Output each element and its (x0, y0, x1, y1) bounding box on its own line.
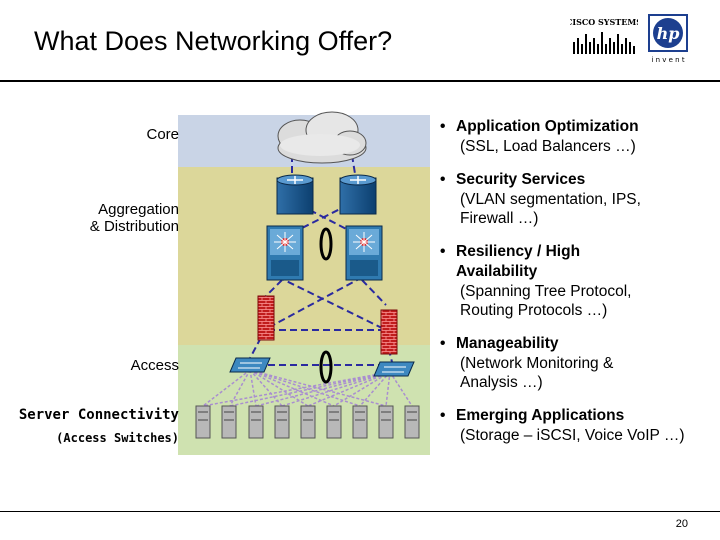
server-icon (378, 405, 394, 439)
feature-bullet-list: •Application Optimization (SSL, Load Bal… (440, 117, 712, 459)
router-icon (276, 174, 314, 215)
bullet-item: •Application Optimization (SSL, Load Bal… (440, 117, 712, 156)
multilayer-switch-icon (345, 225, 383, 281)
server-links (202, 369, 413, 407)
workgroup-switch-icon (373, 361, 415, 377)
server-icon (404, 405, 420, 439)
access-label: Access (130, 357, 179, 374)
bullet-title: •Resiliency / High Availability (440, 243, 581, 280)
bullet-title: •Manageability (440, 335, 559, 352)
server-icon (274, 405, 290, 439)
server-icon (195, 405, 211, 439)
bullet-title: •Emerging Applications (440, 407, 625, 424)
bullet-item: •Emerging Applications (Storage – iSCSI,… (440, 406, 712, 445)
server-icon (352, 405, 368, 439)
core-label: Core (146, 126, 179, 143)
bullet-item: •Resiliency / High Availability (Spannin… (440, 242, 712, 320)
bullet-title: •Application Optimization (440, 118, 639, 135)
bullet-detail: (Network Monitoring & Analysis …) (460, 355, 614, 391)
hp-logo-mark: hp (657, 24, 680, 43)
aggregation-label: Aggregation & Distribution (90, 201, 179, 235)
multilayer-switch-icon (266, 225, 304, 281)
server-icon (326, 405, 342, 439)
bullet-item: •Manageability (Network Monitoring & Ana… (440, 334, 712, 392)
bullet-detail: (Storage – iSCSI, Voice VoIP …) (460, 427, 685, 444)
firewall-icon (380, 309, 398, 355)
server-icon (248, 405, 264, 439)
footer-rule (0, 511, 720, 512)
cloud-icon (277, 111, 367, 164)
bullet-item: •Security Services (VLAN segmentation, I… (440, 170, 712, 228)
page-number: 20 (675, 518, 688, 530)
cisco-logo: CISCO SYSTEMS (570, 17, 638, 54)
server-rack (195, 405, 420, 439)
aggregation-label-line-2: & Distribution (89, 218, 179, 235)
server-icon (221, 405, 237, 439)
link-ring-icon (319, 227, 333, 261)
server-icon (300, 405, 316, 439)
bullet-detail: (Spanning Tree Protocol, Routing Protoco… (460, 283, 632, 319)
bullet-detail: (VLAN segmentation, IPS, Firewall …) (460, 191, 641, 227)
bullet-title: •Security Services (440, 171, 586, 188)
bullet-detail: (SSL, Load Balancers …) (460, 138, 636, 155)
server-connectivity-label: Server Connectivity (18, 407, 179, 423)
title-rule-top (0, 80, 720, 82)
cisco-logo-text: CISCO SYSTEMS (570, 17, 638, 27)
hp-logo: hp i n v e n t (648, 14, 688, 64)
link-ring-icon (319, 350, 333, 384)
firewall-icon (257, 295, 275, 341)
access-switches-label: (Access Switches) (56, 431, 179, 445)
workgroup-switch-icon (229, 357, 271, 373)
aggregation-label-line-1: Aggregation (98, 201, 179, 218)
slide-title: What Does Networking Offer? (34, 26, 393, 56)
hp-logo-tagline: i n v e n t (651, 56, 684, 64)
router-icon (339, 174, 377, 215)
